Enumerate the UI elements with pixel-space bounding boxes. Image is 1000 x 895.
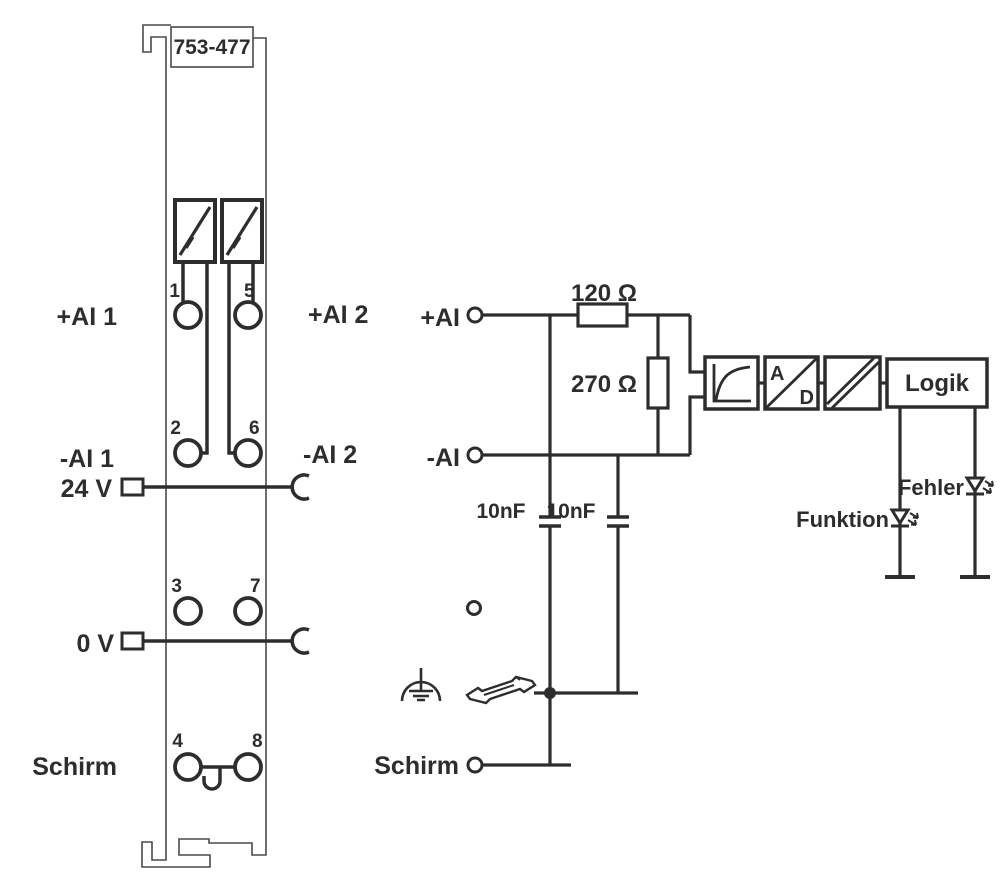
female-contact-24v-icon — [290, 473, 310, 501]
terminal-1-number: 1 — [169, 281, 180, 302]
led-error-arrows — [982, 480, 994, 494]
shield-hook-icon — [202, 767, 222, 791]
label-input-pos: +AI — [420, 304, 460, 332]
shield-terminal — [466, 756, 484, 774]
led-function-arrows — [907, 512, 919, 526]
label-ai2-neg: -AI 2 — [303, 441, 357, 469]
led-function-label: Funktion — [796, 507, 889, 532]
io-module: 753-477 1 5 2 6 3 7 4 8 — [32, 24, 368, 868]
led-function-icon — [889, 508, 919, 528]
isolation-box — [823, 355, 882, 411]
adc-block-icon: A D — [763, 355, 820, 411]
power-24v-row — [120, 473, 310, 501]
terminal-5-contact — [233, 300, 263, 330]
din-rail-detail — [477, 676, 521, 696]
terminal-3-contact — [173, 596, 203, 626]
schematic: +AI 120 Ω 270 Ω -AI A D — [374, 280, 994, 780]
terminal-7-contact — [233, 596, 263, 626]
terminal-2-number: 2 — [170, 418, 181, 439]
terminal-5-number: 5 — [244, 281, 255, 302]
terminal-6-number: 6 — [249, 418, 260, 439]
wire-filter-feed-top — [688, 315, 705, 374]
terminal-3-number: 3 — [171, 576, 182, 597]
adc-diagonal — [765, 357, 818, 409]
series-resistor-symbol — [576, 302, 629, 328]
part-number-plate — [170, 26, 254, 68]
adc-label-d: D — [800, 387, 814, 409]
cap1-label: 10nF — [476, 500, 525, 523]
channel2-analog-symbol — [225, 206, 259, 256]
isolation-diagonals — [826, 356, 880, 410]
shunt-resistor-symbol — [646, 356, 670, 410]
power-0v-row — [120, 627, 310, 655]
terminal-4-number: 4 — [172, 731, 183, 752]
led-function-triangle — [889, 508, 911, 526]
led-error-icon — [964, 476, 994, 496]
label-input-neg: -AI — [427, 444, 460, 472]
male-contact-24v-icon — [120, 477, 145, 497]
label-schirm-right: Schirm — [374, 752, 459, 780]
earth-dome — [400, 680, 442, 702]
terminal-6-contact — [233, 438, 263, 468]
label-schirm-left: Schirm — [32, 753, 117, 781]
led-error-triangle — [964, 476, 986, 494]
module-internal-wires — [181, 262, 255, 455]
input-neg-terminal — [466, 446, 484, 464]
functional-earth-icon — [400, 668, 442, 702]
led-error-label: Fehler — [898, 475, 964, 500]
label-ai2-pos: +AI 2 — [308, 301, 368, 329]
label-ai1-neg: -AI 1 — [60, 445, 114, 473]
label-shunt-resistor: 270 Ω — [571, 371, 637, 398]
channel1-analog-symbol — [178, 206, 212, 256]
terminal-4-contact — [173, 752, 203, 782]
terminal-7-number: 7 — [250, 576, 261, 597]
filter-block-icon — [703, 355, 760, 411]
female-contact-0v-icon — [290, 627, 310, 655]
terminal-8-contact — [233, 752, 263, 782]
terminal-1-contact — [173, 300, 203, 330]
din-rail-icon — [465, 675, 537, 705]
wire-filter-feed-bottom — [688, 395, 705, 455]
terminal-2-contact — [173, 438, 203, 468]
male-contact-0v-icon — [120, 631, 145, 651]
label-ai1-pos: +AI 1 — [57, 303, 118, 331]
isolation-block-icon — [823, 355, 882, 411]
input-pos-terminal — [466, 306, 484, 324]
cap2-plates — [607, 515, 629, 528]
logic-label: Logik — [905, 370, 970, 397]
filter-axes — [712, 364, 751, 403]
terminal-8-number: 8 — [252, 731, 263, 752]
label-24v: 24 V — [61, 475, 113, 503]
open-terminal — [466, 600, 482, 616]
module-outline — [141, 24, 267, 868]
filter-curve — [714, 365, 751, 401]
channel1-converter-icon — [173, 198, 217, 264]
logic-box — [885, 357, 989, 409]
cap2-label: 10nF — [546, 500, 595, 523]
part-number: 753-477 — [173, 36, 250, 59]
adc-label-a: A — [770, 363, 784, 385]
ground-junction-dot — [544, 687, 556, 699]
channel2-converter-icon — [220, 198, 264, 264]
label-0v: 0 V — [76, 630, 114, 658]
earth-bars — [409, 689, 433, 702]
